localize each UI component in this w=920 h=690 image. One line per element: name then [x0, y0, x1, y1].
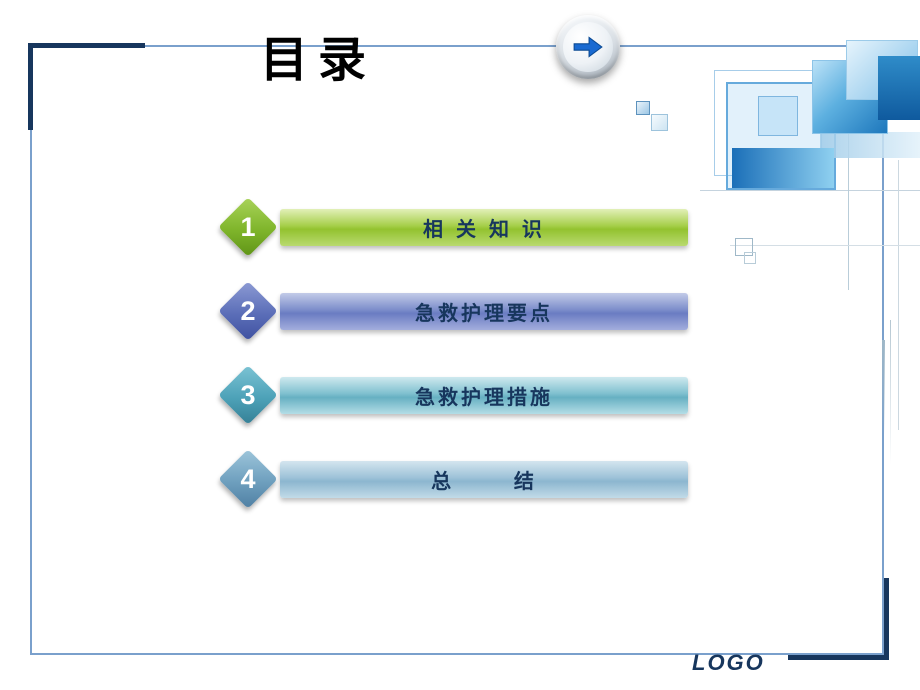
deco-fade-line	[890, 320, 891, 465]
toc-bar-2: 急救护理要点	[280, 293, 688, 330]
deco-square-small	[636, 101, 650, 115]
toc-item-label: 急救护理措施	[415, 385, 553, 409]
toc-item-label: 相 关 知 识	[423, 217, 545, 241]
toc-item-2: 急救护理要点 2	[218, 281, 690, 341]
toc-item-label: 总 结	[431, 469, 537, 493]
page-title: 目录	[260, 32, 377, 88]
frame-corner-top-left	[28, 43, 145, 130]
toc-item-number: 2	[240, 295, 256, 326]
toc-number-badge-3: 3	[218, 365, 278, 425]
deco-square-large	[651, 114, 668, 131]
toc-bar-4: 总 结	[280, 461, 688, 498]
next-button[interactable]	[556, 15, 620, 79]
arrow-right-icon	[573, 36, 603, 58]
frame-corner-bottom-right	[788, 578, 889, 660]
toc-bar-1: 相 关 知 识	[280, 209, 688, 246]
toc-item-number: 4	[240, 463, 256, 494]
toc-item-1: 相 关 知 识 1	[218, 197, 690, 257]
toc-item-number: 1	[240, 211, 256, 242]
toc-number-badge-1: 1	[218, 197, 278, 257]
slide-border-frame	[30, 45, 884, 655]
toc-item-number: 3	[240, 379, 256, 410]
toc-bar-3: 急救护理措施	[280, 377, 688, 414]
deco-cube-dark	[878, 56, 920, 120]
toc-number-badge-4: 4	[218, 449, 278, 509]
toc-item-label: 急救护理要点	[415, 301, 553, 325]
toc-number-badge-2: 2	[218, 281, 278, 341]
toc-item-4: 总 结 4	[218, 449, 690, 509]
next-button-face	[563, 22, 613, 72]
toc-item-3: 急救护理措施 3	[218, 365, 690, 425]
deco-line	[898, 160, 899, 430]
logo-text: LOGO	[692, 650, 765, 675]
